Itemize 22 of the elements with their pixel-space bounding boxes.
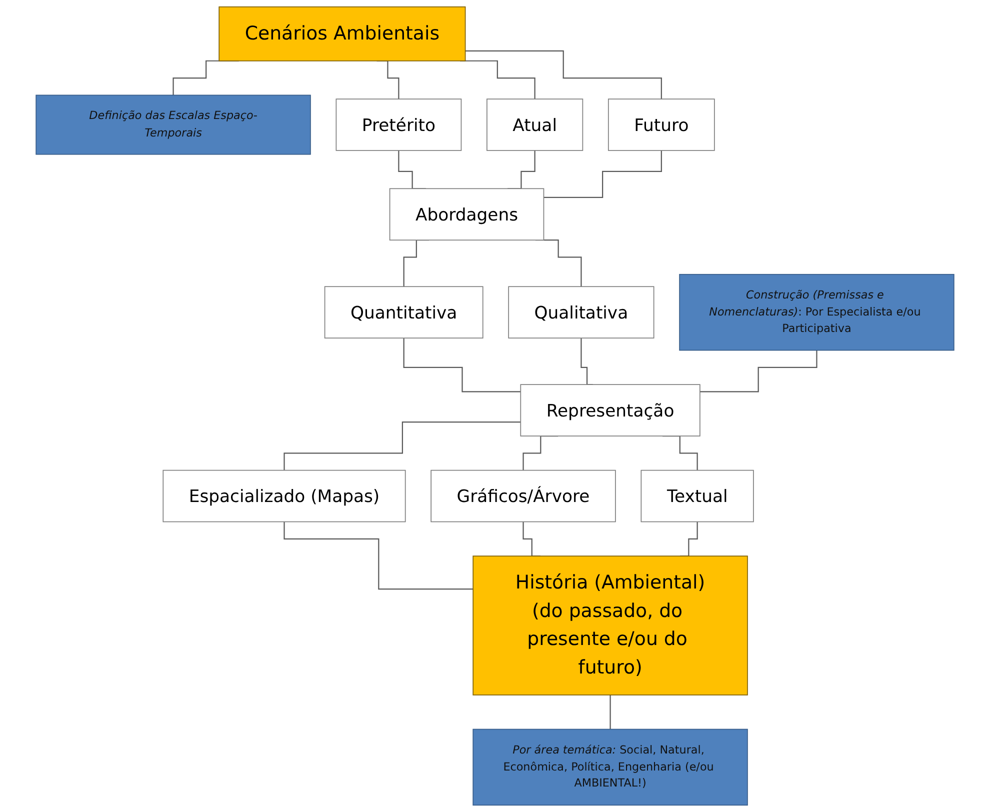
- connector: [544, 150, 662, 198]
- node-box: Textual: [640, 470, 754, 522]
- node-box: Atual: [486, 98, 584, 151]
- connector: [610, 694, 611, 730]
- node-box: Cenários Ambientais: [218, 6, 466, 62]
- node-box: Futuro: [608, 98, 715, 151]
- connector: [284, 422, 521, 471]
- connector: [700, 350, 818, 392]
- connector: [465, 50, 662, 100]
- connector: [403, 338, 521, 392]
- node-box: Abordagens: [389, 188, 544, 241]
- node-box: Gráficos/Árvore: [430, 470, 616, 522]
- connector: [284, 521, 474, 590]
- node-box: Pretérito: [336, 98, 462, 151]
- node-box: Quantitativa: [324, 286, 484, 338]
- node-box: Construção (Premissas e Nomenclaturas): Por Especialista e/ou Participativa: [679, 274, 954, 351]
- node-box: História (Ambiental) (do passado, do presente e/ou do futuro): [472, 556, 748, 696]
- node-box: Qualitativa: [508, 286, 654, 338]
- node-box: Espacializado (Mapas): [162, 470, 406, 522]
- node-box: Definição das Escalas Espaço-Temporais: [36, 94, 311, 155]
- node-box: Por área temática: Social, Natural, Econômica, Política, Engenharia (e/ou AMBIENTAL!): [472, 728, 748, 806]
- node-box: Representação: [520, 384, 700, 436]
